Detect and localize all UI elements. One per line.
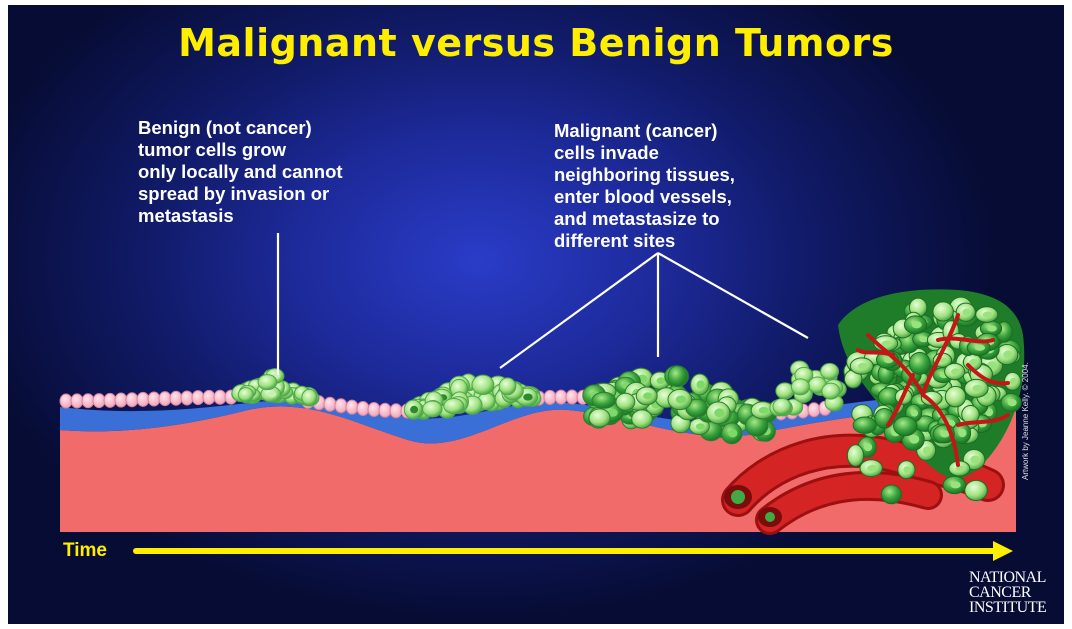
- time-arrow: [136, 541, 1013, 561]
- slide: Malignant versus Benign Tumors Benign (n…: [8, 5, 1064, 624]
- pointer-lines: [278, 233, 808, 375]
- slide-title: Malignant versus Benign Tumors: [8, 21, 1064, 65]
- benign-caption: Benign (not cancer) tumor cells grow onl…: [138, 117, 343, 227]
- artwork-credit: Artwork by Jeanne Kelly. © 2004.: [1021, 362, 1030, 480]
- tumor-progression-illustration: [8, 5, 1064, 624]
- time-label: Time: [63, 540, 107, 562]
- malignant-caption: Malignant (cancer) cells invade neighbor…: [554, 120, 735, 252]
- nci-logo: NATIONAL CANCER INSTITUTE: [969, 570, 1046, 615]
- benign-tumor-cells: [232, 369, 319, 406]
